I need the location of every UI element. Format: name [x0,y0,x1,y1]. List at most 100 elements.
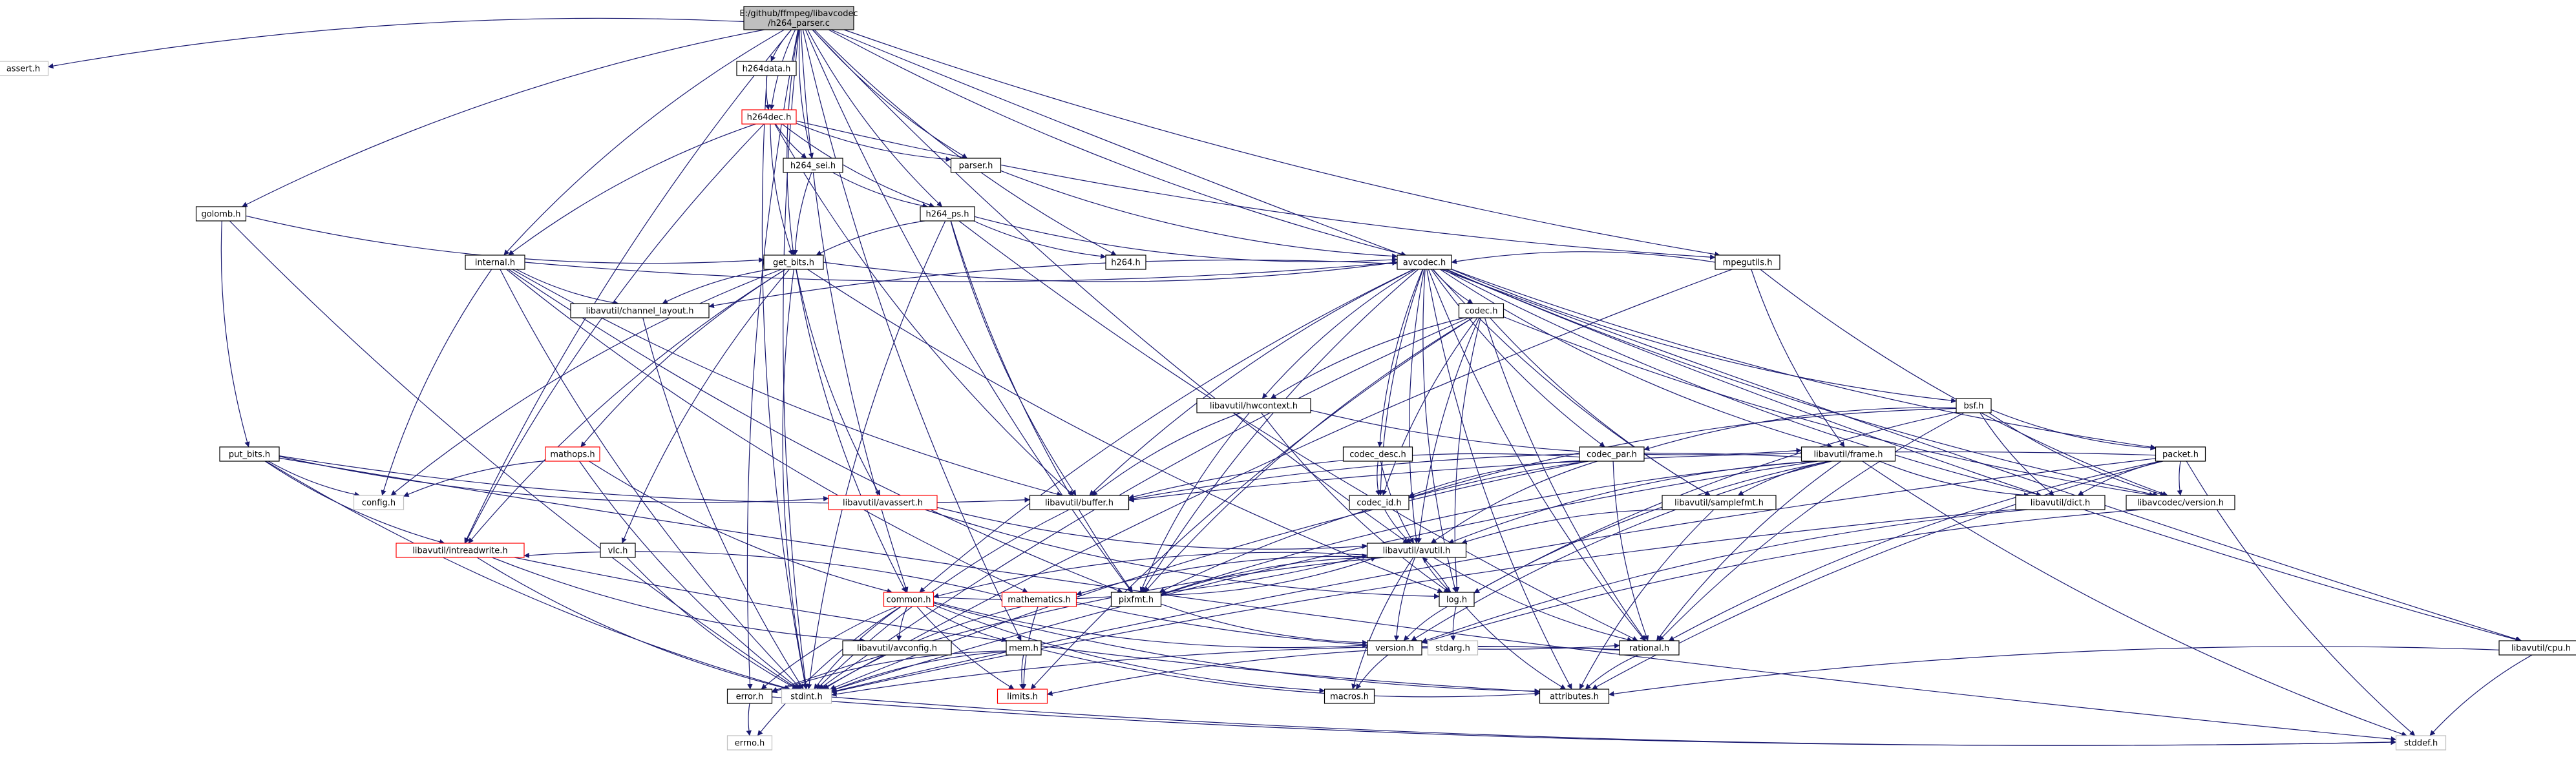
edge-mathops-to-stdint [579,461,800,690]
edge-buffer-to-stdint [816,509,1070,690]
edge-frame-to-pixfmt [1161,461,1814,596]
node-label: /h264_parser.c [768,19,830,28]
graph-node-codecdesc[interactable]: codec_desc.h [1342,446,1413,462]
graph-node-stdargh[interactable]: stdarg.h [1427,640,1479,656]
graph-node-attributes[interactable]: attributes.h [1539,689,1610,704]
graph-node-getbits[interactable]: get_bits.h [763,254,824,270]
graph-node-stdint[interactable]: stdint.h [781,689,832,704]
edge-h264data-to-stdint [761,75,808,690]
edge-codech-to-avutil [1416,317,1480,544]
edge-bsf-to-lavcversion [1989,412,2166,497]
graph-node-logh[interactable]: log.h [1439,592,1475,607]
edge-internal-to-avcodec [524,260,1398,282]
graph-node-mpegutils[interactable]: mpegutils.h [1715,254,1780,270]
graph-node-samplefmt[interactable]: libavutil/samplefmt.h [1662,495,1777,510]
graph-node-codecpar[interactable]: codec_par.h [1579,446,1645,462]
edge-root-to-memh [802,29,1022,641]
graph-node-h264ps[interactable]: h264_ps.h [920,206,975,222]
edge-root-to-parserh [812,29,968,159]
graph-node-macros[interactable]: macros.h [1324,689,1375,704]
edge-codech-to-pixfmt [1144,317,1473,593]
edge-h264ps-to-avcodec [974,216,1398,263]
node-box [883,592,934,607]
edge-avcodec-to-dict [1442,269,2042,497]
graph-node-mathops[interactable]: mathops.h [545,446,600,462]
graph-node-buffer[interactable]: libavutil/buffer.h [1029,495,1130,510]
node-label: h264data.h [743,65,791,74]
graph-node-memh[interactable]: mem.h [1006,640,1042,656]
node-label: common.h [887,596,931,605]
graph-node-configh[interactable]: config.h [353,495,405,510]
graph-node-versionh[interactable]: version.h [1367,640,1422,656]
graph-node-cpuh[interactable]: libavutil/cpu.h [2498,640,2576,656]
node-box [1397,254,1452,270]
graph-node-chlayout[interactable]: libavutil/channel_layout.h [570,303,710,318]
edge-avassert-to-avutil [936,506,1367,550]
node-box [736,61,797,76]
edge-lavcversion-to-versionh [1421,509,2142,644]
graph-node-codech[interactable]: codec.h [1458,303,1504,318]
node-label: stdarg.h [1435,644,1470,654]
edge-getbits-to-avcodec [823,260,1398,282]
graph-node-mathematics[interactable]: mathematics.h [1001,592,1077,607]
graph-node-avassert[interactable]: libavutil/avassert.h [828,495,938,510]
graph-node-asserth[interactable]: assert.h [0,61,49,76]
node-label: codec_id.h [1357,499,1401,508]
node-label: libavutil/samplefmt.h [1674,499,1764,508]
graph-node-bsf[interactable]: bsf.h [1956,398,1992,413]
graph-node-pixfmt[interactable]: pixfmt.h [1110,592,1162,607]
edge-mathops-to-common [589,461,893,594]
node-box [950,158,1002,173]
graph-node-codecid[interactable]: codec_id.h [1349,495,1409,510]
edge-h264dec-to-buffer [774,123,1074,496]
edge-internal-to-chlayout [516,269,619,306]
edge-avcodec-to-rational [1428,269,1646,641]
graph-node-frame[interactable]: libavutil/frame.h [1800,446,1896,462]
graph-node-hwcontext[interactable]: libavutil/hwcontext.h [1196,398,1311,413]
edge-avcodec-to-bsf [1451,269,1957,404]
graph-node-parserh[interactable]: parser.h [950,158,1002,173]
graph-node-golomb[interactable]: golomb.h [195,206,247,222]
graph-node-avconfig[interactable]: libavutil/avconfig.h [842,640,952,656]
node-box [2395,735,2447,751]
graph-node-lavcversion[interactable]: libavcodec/version.h [2126,495,2235,510]
graph-node-avcodec[interactable]: avcodec.h [1397,254,1452,270]
graph-node-h264data[interactable]: h264data.h [736,61,797,76]
graph-node-stddef[interactable]: stddef.h [2395,735,2447,751]
edge-errorh-to-errno [746,703,752,736]
edge-packet-to-rational [1668,461,2162,641]
graph-node-errno[interactable]: errno.h [726,735,773,751]
edge-mpegutils-to-avcodec [1451,251,1716,264]
edge-intreadwrite-to-avconfig [491,557,866,643]
node-label: libavutil/avassert.h [843,499,923,508]
edge-common-to-errorh [761,606,898,690]
edge-h264sei-to-h264ps [832,172,928,209]
graph-node-rational[interactable]: rational.h [1619,640,1680,656]
edge-codech-to-hwcontext [1270,317,1464,399]
node-label: golomb.h [201,210,240,220]
graph-node-dict[interactable]: libavutil/dict.h [2015,495,2106,510]
graph-node-putbits[interactable]: put_bits.h [219,446,280,462]
node-label: macros.h [1330,692,1369,702]
graph-node-internal[interactable]: internal.h [465,254,525,270]
edge-getbits-to-common [796,269,907,593]
edge-h264ps-to-pixfmt [950,220,1134,593]
edge-hwcontext-to-pixfmt [1139,412,1250,593]
graph-node-vlc[interactable]: vlc.h [600,543,636,558]
node-label: stdint.h [790,692,822,702]
edge-codecpar-to-rational [1612,461,1649,641]
graph-node-packet[interactable]: packet.h [2155,446,2206,462]
graph-node-intreadwrite[interactable]: libavutil/intreadwrite.h [396,543,525,558]
graph-node-h264h[interactable]: h264.h [1105,254,1146,270]
graph-node-avutil[interactable]: libavutil/avutil.h [1366,543,1467,558]
edge-h264ps-to-buffer [950,220,1077,496]
graph-node-h264sei[interactable]: h264_sei.h [783,158,843,173]
edge-codech-to-lavcversion [1503,316,2155,497]
graph-node-limits[interactable]: limits.h [997,689,1048,704]
graph-node-root[interactable]: E:/github/ffmpeg/libavcodec/h264_parser.… [739,6,858,30]
graph-node-errorh[interactable]: error.h [726,689,773,704]
graph-node-common[interactable]: common.h [883,592,934,607]
graph-node-h264dec[interactable]: h264dec.h [741,109,797,125]
edge-internal-to-configh [381,269,492,496]
